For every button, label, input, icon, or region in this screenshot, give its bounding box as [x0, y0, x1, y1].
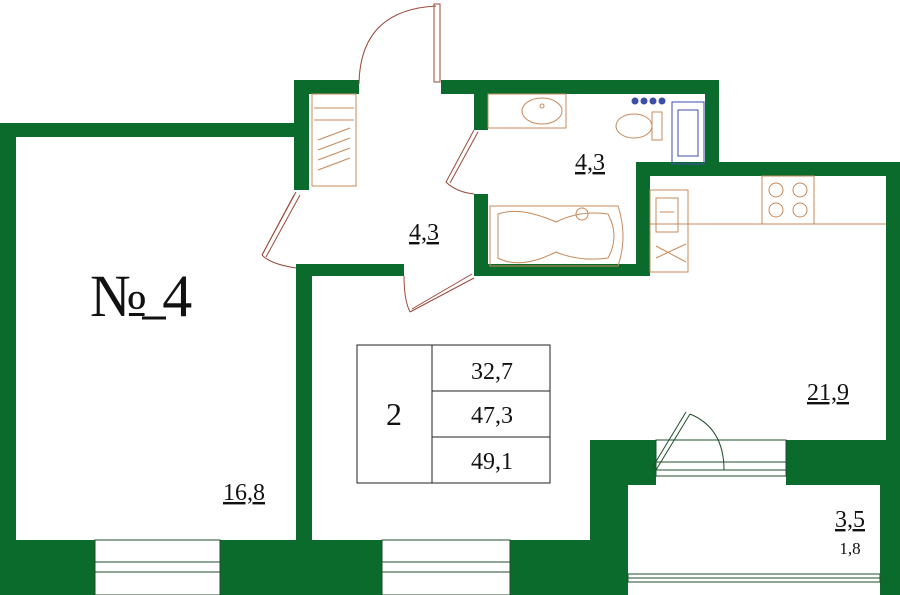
- wall-partition-upper: [294, 80, 309, 190]
- wall-left: [0, 123, 16, 595]
- wall-vestibule-top: [294, 80, 359, 94]
- wall-partition-lower: [296, 268, 312, 595]
- window-balcony-door: [655, 439, 787, 477]
- bedroom-door-swing: [261, 194, 297, 269]
- wall-bottom-1: [0, 540, 95, 595]
- fixtures: [311, 93, 886, 273]
- window-living: [381, 539, 511, 595]
- bath-door-swing: [445, 129, 475, 195]
- wall-kitchen-top: [636, 162, 900, 176]
- balcony-area: 3,5: [835, 507, 865, 533]
- wall-bottom-2: [220, 540, 382, 595]
- wall-bedroom-top: [0, 123, 300, 137]
- room-count: 2: [386, 396, 402, 432]
- wall-kitchen-left: [636, 162, 650, 276]
- wall-bath-right: [705, 80, 719, 176]
- entrance-door-leaf: [433, 3, 441, 83]
- walls: [0, 80, 900, 595]
- hall-door-swing: [403, 275, 411, 313]
- toilet: [615, 113, 653, 139]
- sink: [487, 93, 567, 129]
- kitchen-sink: [649, 189, 689, 273]
- bathtub: [489, 205, 624, 267]
- balcony-reduced-area: 1,8: [839, 539, 860, 558]
- entrance-door-swing: [358, 5, 437, 85]
- stove: [761, 175, 815, 225]
- wall-right: [886, 162, 900, 442]
- balcony-door-swing: [689, 413, 725, 471]
- summary-table: [356, 344, 551, 484]
- wall-bath-top: [441, 80, 719, 94]
- living-kitchen-area: 21,9: [807, 380, 849, 406]
- washing-machine: [671, 101, 705, 165]
- hallway-area: 4,3: [409, 220, 439, 246]
- doors: [261, 3, 725, 471]
- total-area-with-balcony: 49,1: [471, 449, 513, 475]
- wall-bottom-3: [510, 540, 628, 595]
- bathroom-area: 4,3: [575, 150, 605, 176]
- bedroom-area: 16,8: [223, 480, 265, 506]
- wardrobe: [311, 93, 357, 187]
- living-area: 32,7: [471, 359, 513, 385]
- bath-controls: [631, 97, 666, 105]
- wall-bath-left-top: [474, 80, 488, 130]
- total-area: 47,3: [471, 403, 513, 429]
- wall-corridor-bottom: [296, 264, 404, 276]
- wall-balcony-right: [880, 440, 900, 595]
- apartment-number: № 4: [90, 263, 192, 329]
- window-bedroom: [94, 539, 221, 595]
- wall-bath-bottom: [474, 264, 642, 276]
- wall-bath-left-bottom: [474, 194, 488, 276]
- labels: № 4 16,8 4,3 4,3 21,9 3,5 1,8 2 32,7 47,…: [90, 150, 865, 558]
